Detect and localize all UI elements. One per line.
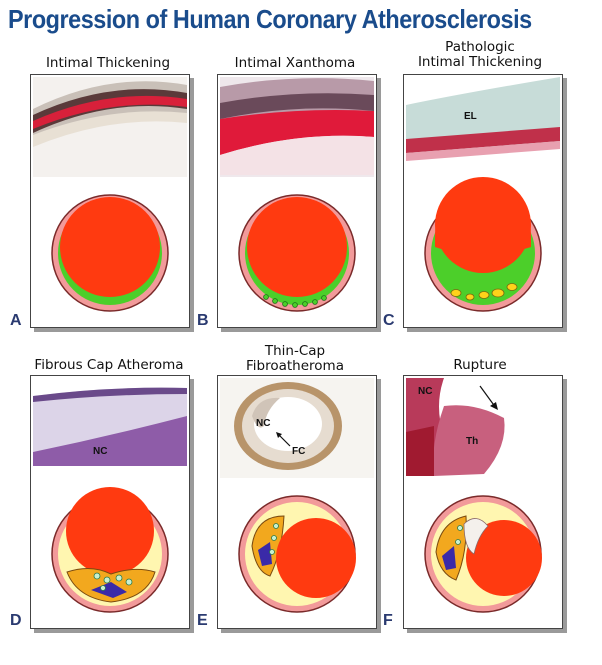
panel-f-title: Rupture [453, 357, 507, 373]
panel-c-title: Pathologic Intimal Thickening [417, 39, 543, 70]
panel-f: NC Th [403, 375, 563, 629]
panel-e-label-nc: NC [256, 418, 270, 429]
panel-f-label-th: Th [466, 436, 478, 447]
panel-c-label-el: EL [464, 111, 477, 122]
figure-title: Progression of Human Coronary Atheroscle… [8, 4, 532, 34]
panel-f-label-nc: NC [418, 386, 432, 397]
panel-a-drawing [33, 77, 187, 312]
panel-b-letter: B [197, 312, 209, 329]
panel-a-letter: A [10, 312, 22, 329]
panel-c: EL [403, 74, 563, 328]
panel-d-drawing: NC [33, 378, 187, 613]
panel-d-letter: D [10, 612, 22, 629]
panel-e: NC FC [217, 375, 377, 629]
panel-e-drawing: NC FC [220, 378, 374, 613]
panel-b-drawing [220, 77, 374, 312]
panel-b-title: Intimal Xanthoma [234, 55, 356, 71]
panel-c-letter: C [383, 312, 395, 329]
panel-e-title: Thin-Cap Fibroatheroma [246, 343, 344, 374]
panel-f-drawing: NC Th [406, 378, 560, 613]
panel-e-label-fc: FC [292, 446, 305, 457]
panel-f-letter: F [383, 612, 393, 629]
panel-b [217, 74, 377, 328]
panel-a [30, 74, 190, 328]
panel-d-title: Fibrous Cap Atheroma [34, 357, 184, 373]
panel-e-letter: E [197, 612, 208, 629]
panel-d-label-nc: NC [93, 446, 107, 457]
panel-a-title: Intimal Thickening [45, 55, 171, 71]
panel-c-drawing: EL [406, 77, 560, 312]
panel-d: NC [30, 375, 190, 629]
